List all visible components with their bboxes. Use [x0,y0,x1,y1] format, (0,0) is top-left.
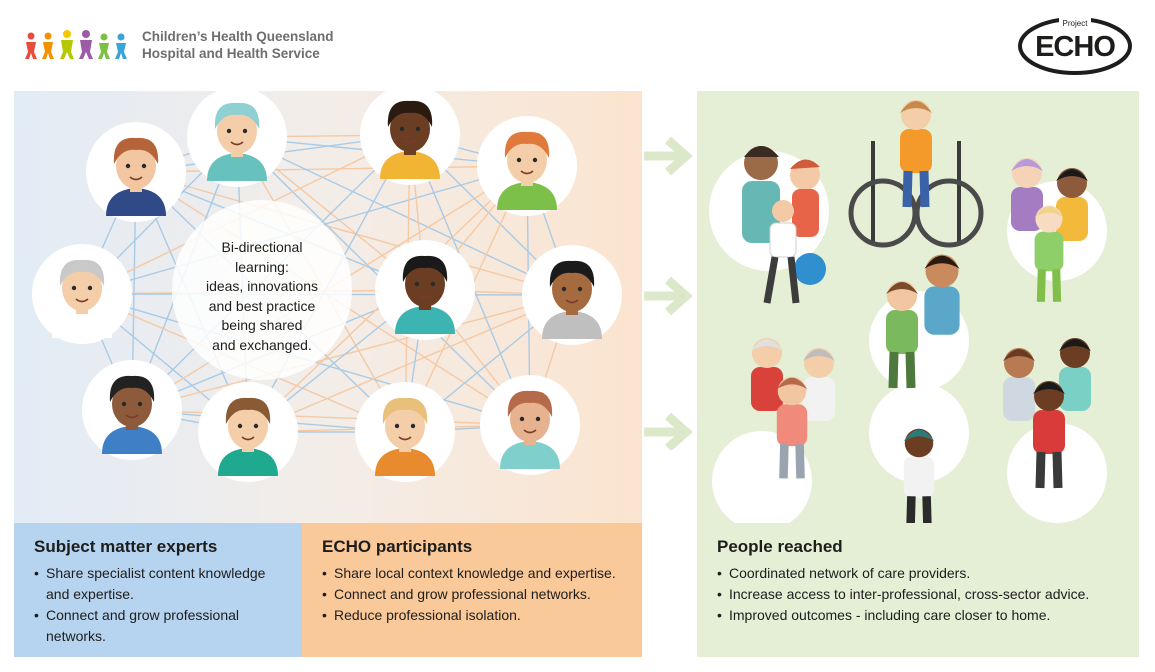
participants-list-item: Connect and grow professional networks. [322,584,624,605]
center-text-line: and exchanged. [182,336,342,356]
reached-list-item: Coordinated network of care providers. [717,563,1121,584]
experts-list: Share specialist content knowledge and e… [34,563,284,647]
grandfather-illustration [751,338,783,411]
network-link [136,166,527,172]
bidirectional-learning-text: Bi-directional learning: ideas, innovati… [182,238,342,355]
expert-surgeon-avatar [187,87,287,187]
arrow-right-icon [644,140,686,172]
reached-list: Coordinated network of care providers. I… [717,563,1121,626]
father-hug-illustration [1059,338,1091,411]
arrow-right-icon [644,416,686,448]
expert-doctor-beard-avatar [32,244,132,344]
reached-list-item: Improved outcomes - including care close… [717,605,1121,626]
center-text-line: ideas, innovations [182,277,342,297]
center-text-line: being shared [182,316,342,336]
participant-woman-avatar [480,375,580,475]
participant-vet-avatar [477,116,577,216]
center-text-line: Bi-directional [182,238,342,258]
flow-arrows [640,130,696,450]
participants-list-item: Share local context knowledge and expert… [322,563,624,584]
participant-nurse-avatar [375,240,475,340]
expert-woman-bun-avatar [86,122,186,222]
expert-nurse-glasses-avatar [198,382,298,482]
center-text-line: and best practice [182,297,342,317]
participant-boy-avatar [355,382,455,482]
people-reached-scene-final [697,91,1139,523]
experts-list-item: Share specialist content knowledge and e… [34,563,284,605]
experts-title: Subject matter experts [34,537,284,557]
experts-list-item: Connect and grow professional networks. [34,605,284,647]
people-reached-box: People reached Coordinated network of ca… [697,523,1139,626]
reached-title: People reached [717,537,1121,557]
subject-matter-experts-box: Subject matter experts Share specialist … [14,523,302,657]
participants-list: Share local context knowledge and expert… [322,563,624,626]
participants-title: ECHO participants [322,537,624,557]
reached-list-item: Increase access to inter-professional, c… [717,584,1121,605]
center-text-line: learning: [182,258,342,278]
participants-list-item: Reduce professional isolation. [322,605,624,626]
network-link [132,410,530,425]
father-glasses-illustration [1056,168,1088,241]
mother-hug-illustration [1003,348,1035,421]
participant-curly-hair-avatar [360,85,460,185]
father-holding-baby-illustration [924,255,959,335]
expert-doctor-tie-avatar [82,360,182,460]
grandmother-walker-illustration [803,348,835,421]
echo-participants-box: ECHO participants Share local context kn… [302,523,642,657]
participant-glasses-avatar [522,245,622,345]
arrow-right-icon [644,280,686,312]
